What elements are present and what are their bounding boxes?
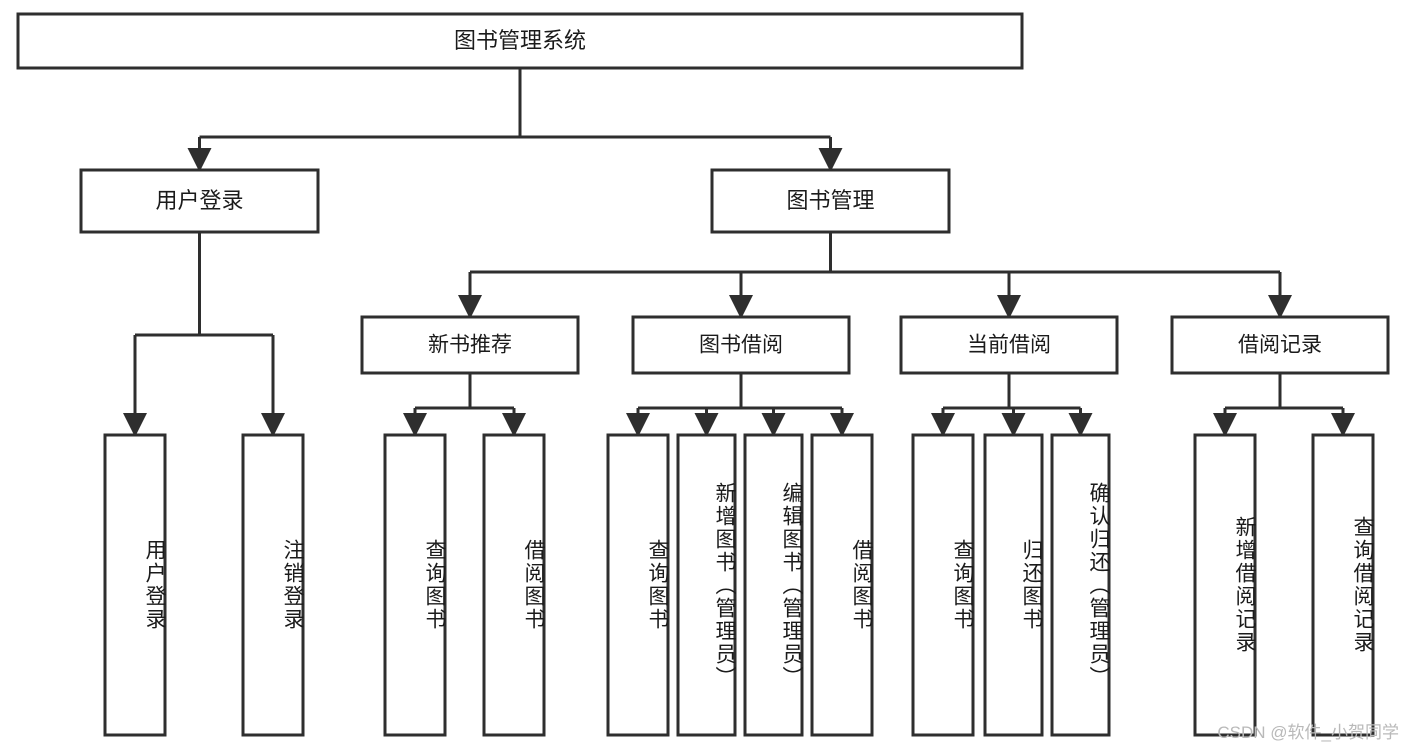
node-label: 新书推荐 bbox=[428, 334, 512, 357]
node-root[interactable]: 图书管理系统 bbox=[16, 12, 1024, 70]
node-current-borrow[interactable]: 当前借阅 bbox=[899, 315, 1119, 375]
node-box bbox=[631, 315, 851, 375]
leaf-leaf-borrow-book-1[interactable] bbox=[482, 433, 546, 737]
node-box bbox=[103, 433, 167, 737]
node-box bbox=[1311, 433, 1375, 737]
node-box bbox=[676, 433, 737, 737]
leaf-leaf-logout[interactable] bbox=[241, 433, 305, 737]
leaf-leaf-borrow-book-2[interactable] bbox=[810, 433, 874, 737]
node-box bbox=[743, 433, 804, 737]
node-label: 借阅记录 bbox=[1238, 334, 1322, 357]
node-book-borrow[interactable]: 图书借阅 bbox=[631, 315, 851, 375]
node-label: 当前借阅 bbox=[967, 334, 1051, 357]
node-box bbox=[16, 12, 1024, 70]
node-box bbox=[606, 433, 670, 737]
leaf-leaf-add-book[interactable] bbox=[676, 433, 737, 737]
node-box bbox=[1193, 433, 1257, 737]
watermark-text: CSDN @软件_小贺同学 bbox=[1217, 723, 1399, 742]
node-label: 用户登录 bbox=[155, 188, 243, 213]
node-box bbox=[911, 433, 975, 737]
node-box bbox=[810, 433, 874, 737]
leaf-leaf-add-record[interactable] bbox=[1193, 433, 1257, 737]
node-box bbox=[360, 315, 580, 375]
leaf-leaf-confirm-return[interactable] bbox=[1050, 433, 1111, 737]
leaf-leaf-return-book[interactable] bbox=[983, 433, 1044, 737]
leaf-leaf-query-record[interactable] bbox=[1311, 433, 1375, 737]
node-new-book-rec[interactable]: 新书推荐 bbox=[360, 315, 580, 375]
node-box bbox=[1050, 433, 1111, 737]
leaf-leaf-query-book-2[interactable] bbox=[606, 433, 670, 737]
leaf-leaf-edit-book[interactable] bbox=[743, 433, 804, 737]
node-box bbox=[241, 433, 305, 737]
node-box bbox=[899, 315, 1119, 375]
node-box bbox=[1170, 315, 1390, 375]
edges-layer bbox=[123, 68, 1355, 437]
leaf-leaf-query-book-3[interactable] bbox=[911, 433, 975, 737]
node-label: 图书管理 bbox=[786, 188, 874, 213]
node-box bbox=[983, 433, 1044, 737]
node-book-manage[interactable]: 图书管理 bbox=[710, 168, 951, 234]
leaf-leaf-user-login[interactable] bbox=[103, 433, 167, 737]
node-label: 图书管理系统 bbox=[454, 28, 586, 53]
node-user-login[interactable]: 用户登录 bbox=[79, 168, 320, 234]
leaf-leaf-query-book-1[interactable] bbox=[383, 433, 447, 737]
node-label: 图书借阅 bbox=[699, 334, 783, 357]
node-box bbox=[482, 433, 546, 737]
node-box bbox=[710, 168, 951, 234]
node-box bbox=[79, 168, 320, 234]
node-box bbox=[383, 433, 447, 737]
node-borrow-record[interactable]: 借阅记录 bbox=[1170, 315, 1390, 375]
